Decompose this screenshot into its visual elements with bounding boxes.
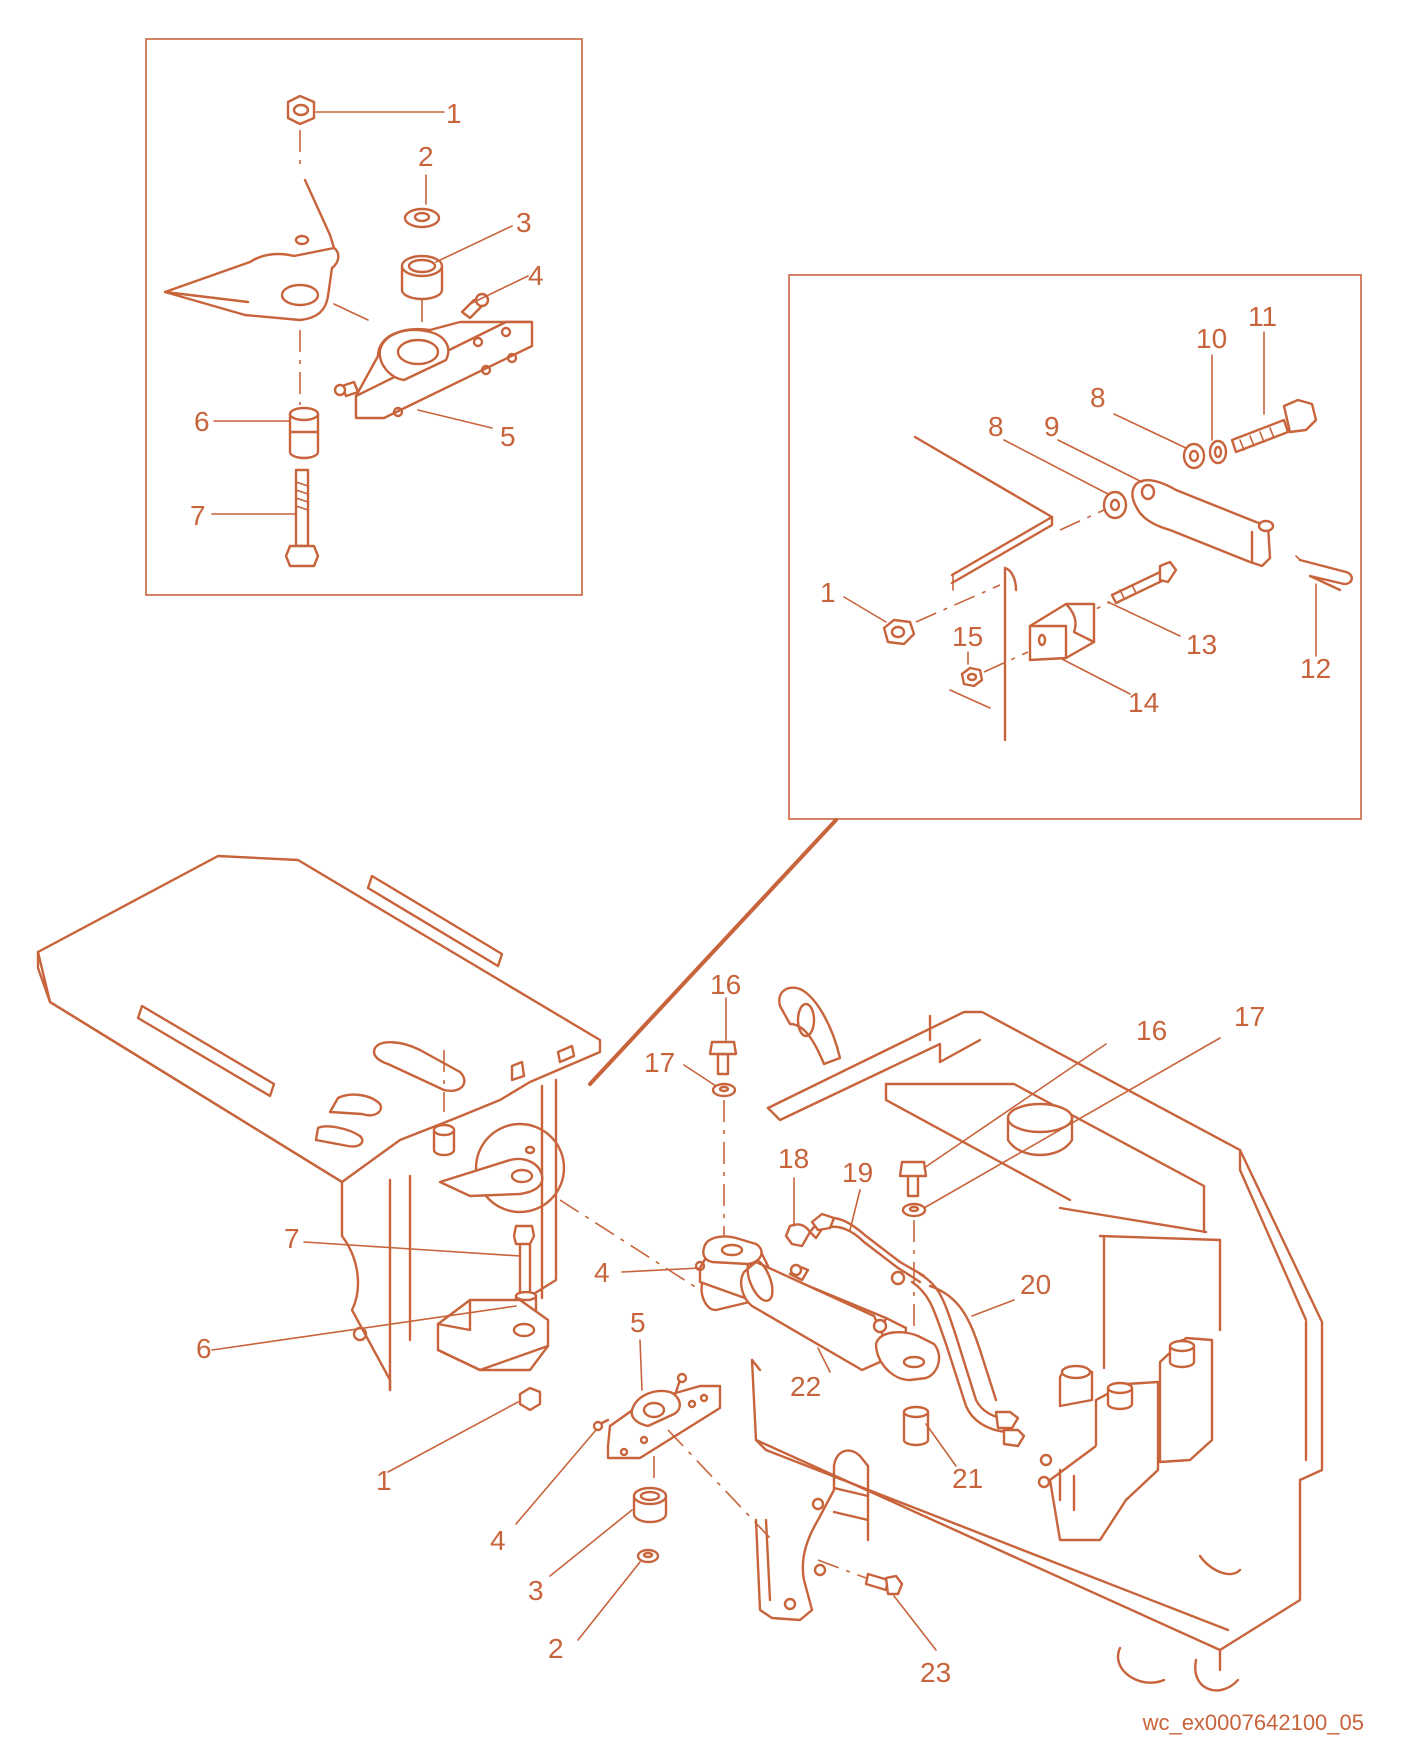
main-lower-bracket [436,1298,550,1372]
side-grease-fitting [333,380,360,398]
label-9: 9 [1044,411,1060,442]
main-part-5-pivot-block [592,1372,722,1460]
label-20: 20 [1020,1269,1051,1300]
label-1: 1 [446,98,462,129]
bracket-plate [913,435,1054,577]
label-7: 7 [284,1223,300,1254]
main-part-1-nut [518,1386,542,1412]
inset-top-right: 1 8 8 9 10 11 12 13 14 15 [788,274,1362,820]
main-assembly: 16 17 16 17 18 19 20 4 7 6 1 5 4 3 2 22 … [36,854,1324,1692]
main-part-23-bolt [864,1572,904,1596]
label-18: 18 [778,1143,809,1174]
label-2: 2 [418,141,434,172]
label-22: 22 [790,1371,821,1402]
label-3: 3 [528,1575,544,1606]
label-6: 6 [194,406,210,437]
part-4-grease-fitting [460,292,490,320]
main-part-16-pin [708,1040,738,1076]
tow-eye [778,986,842,1066]
inset-top-right-frame [788,274,1362,820]
inset-connector-line [588,818,838,1086]
hydraulic-tank [884,1082,1222,1370]
label-4: 4 [528,260,544,291]
label-19: 19 [842,1157,873,1188]
label-6: 6 [196,1333,212,1364]
main-part-17-washer-second [901,1202,927,1218]
part-6-spacer [288,406,320,460]
label-14: 14 [1128,687,1159,718]
plate-grease-fitting [432,1123,456,1157]
part-5-mounting-block [354,320,534,420]
main-part-7-bolt [512,1224,536,1300]
label-4-second: 4 [490,1525,506,1556]
part-8-washer-2 [1182,442,1206,470]
platform-plate [36,854,602,1184]
part-9-link-arm [1131,479,1275,568]
detail-circle [474,1122,566,1214]
label-8: 8 [988,411,1004,442]
label-16: 16 [710,969,741,1000]
part-3-bushing [400,254,444,301]
part-1-nut [882,618,916,646]
part-1-nut [286,94,316,126]
lever-plate [163,178,340,322]
part-12-hairpin-clip [1295,555,1353,592]
part-2-washer [403,207,441,229]
main-part-16-pin-second [898,1160,928,1198]
label-1: 1 [376,1465,392,1496]
main-part-17-washer [711,1082,737,1098]
label-16-second: 16 [1136,1015,1167,1046]
label-8-second: 8 [1090,382,1106,413]
figure-code: wc_ex0007642100_05 [1142,1710,1364,1735]
label-7: 7 [190,500,206,531]
label-12: 12 [1300,653,1331,684]
label-13: 13 [1186,629,1217,660]
part-7-bolt [284,468,320,568]
inset-top-left-frame [145,38,583,596]
main-part-22-hydraulic-cylinder [694,1235,941,1382]
inset-top-left: 1 2 3 4 5 6 7 [145,38,583,596]
main-part-3-bushing [632,1486,668,1524]
part-8-washer [1102,490,1128,520]
control-valve-block [1037,1336,1214,1542]
label-11: 11 [1248,301,1277,332]
label-5: 5 [500,421,516,452]
label-21: 21 [952,1463,983,1494]
main-part-21-fitting [902,1405,930,1447]
part-14-clamp-block [1028,602,1096,662]
part-13-bolt [1110,560,1178,605]
label-10: 10 [1196,323,1227,354]
main-part-2-washer [636,1548,660,1564]
main-part-19-hose [810,1212,926,1284]
main-part-20-hose [910,1272,1026,1448]
label-17-second: 17 [1234,1001,1265,1032]
label-3: 3 [516,207,532,238]
part-15-nut [960,666,984,688]
label-2: 2 [548,1633,564,1664]
label-15: 15 [952,621,983,652]
label-5: 5 [630,1307,646,1338]
label-17: 17 [644,1047,675,1078]
lower-side-bracket [754,1449,870,1622]
label-23: 23 [920,1657,951,1688]
lever-arm [438,1157,544,1198]
part-11-bolt [1230,398,1318,454]
main-frame [750,1010,1324,1692]
label-4: 4 [594,1257,610,1288]
label-1: 1 [820,577,836,608]
part-10-lock-washer [1208,439,1228,465]
